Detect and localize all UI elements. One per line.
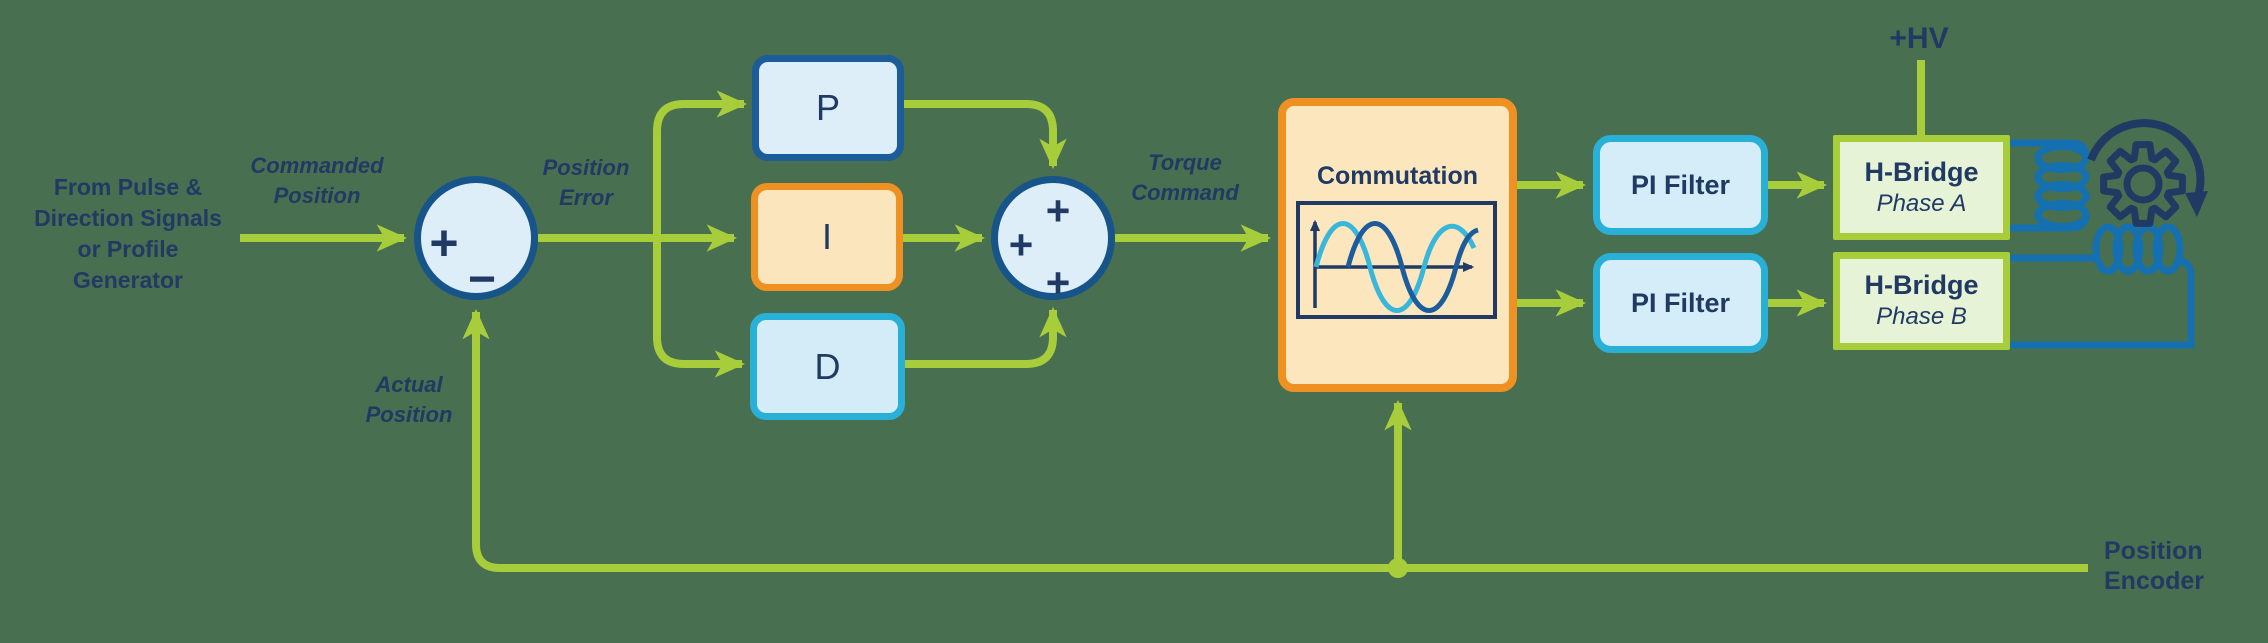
phase-b-wiring (2010, 223, 2195, 349)
pi-filter-b-block: PI Filter (1593, 253, 1768, 353)
plus-sign: + (429, 215, 459, 271)
rotation-arrow-icon (2087, 119, 2208, 217)
actual-position-label: Actual Position (365, 372, 453, 427)
feedback-junction-dot (1388, 558, 1408, 578)
plus-sign-top: + (1045, 187, 1071, 234)
minus-sign: − (467, 253, 497, 306)
sine-plot-frame (1296, 201, 1497, 319)
i-gain-block: I (751, 183, 903, 291)
p-gain-block: P (752, 55, 904, 161)
h-bridge-a-phase: Phase A (1876, 189, 1967, 217)
d-gain-block: D (750, 313, 905, 420)
position-error-label: Position Error (542, 155, 630, 210)
p-block-label: P (815, 87, 840, 128)
d-block-label: D (814, 345, 841, 387)
plus-sign-bottom: + (1045, 259, 1071, 306)
h-bridge-phase-a-block: H-Bridge Phase A (1833, 135, 2010, 240)
pi-filter-b-label: PI Filter (1630, 287, 1731, 318)
gear-icon (2100, 141, 2186, 227)
h-bridge-b-phase: Phase B (1876, 303, 1967, 330)
h-bridge-b-title: H-Bridge (1864, 270, 1979, 300)
sine-wave-navy (1345, 221, 1479, 313)
torque-command-label: Torque Command (1131, 150, 1239, 205)
hv-supply-label: +HV (1889, 22, 1949, 55)
error-branch-to-p-arrow (653, 90, 748, 238)
plus-sign-left: + (1008, 221, 1034, 268)
summing-junction-position: + − (414, 176, 538, 304)
p-to-sum-arrow (903, 100, 1067, 170)
commutation-label: Commutation (1316, 162, 1479, 190)
commutation-block: Commutation (1278, 98, 1517, 392)
h-bridge-phase-b-block: H-Bridge Phase B (1833, 252, 2010, 350)
phase-a-coil-icon (2034, 143, 2090, 230)
pi-filter-a-label: PI Filter (1630, 169, 1731, 200)
error-branch-to-d-arrow (653, 238, 746, 378)
summing-junction-pid: + + + (991, 176, 1115, 304)
sine-wave-cyan (1313, 221, 1477, 313)
i-block-label: I (821, 216, 832, 257)
sine-plot (1296, 201, 1497, 319)
phase-a-wiring (2010, 139, 2090, 232)
h-bridge-a-title: H-Bridge (1864, 156, 1979, 187)
d-to-sum-arrow (903, 306, 1067, 368)
commanded-position-label: Commanded Position (250, 153, 384, 208)
position-encoder-label: Position Encoder (2104, 537, 2205, 595)
source-label: From Pulse & Direction Signals or Profil… (34, 174, 222, 293)
phase-b-coil-icon (2092, 223, 2184, 275)
encoder-feedback-line (462, 308, 2088, 572)
pi-filter-a-block: PI Filter (1593, 135, 1768, 235)
